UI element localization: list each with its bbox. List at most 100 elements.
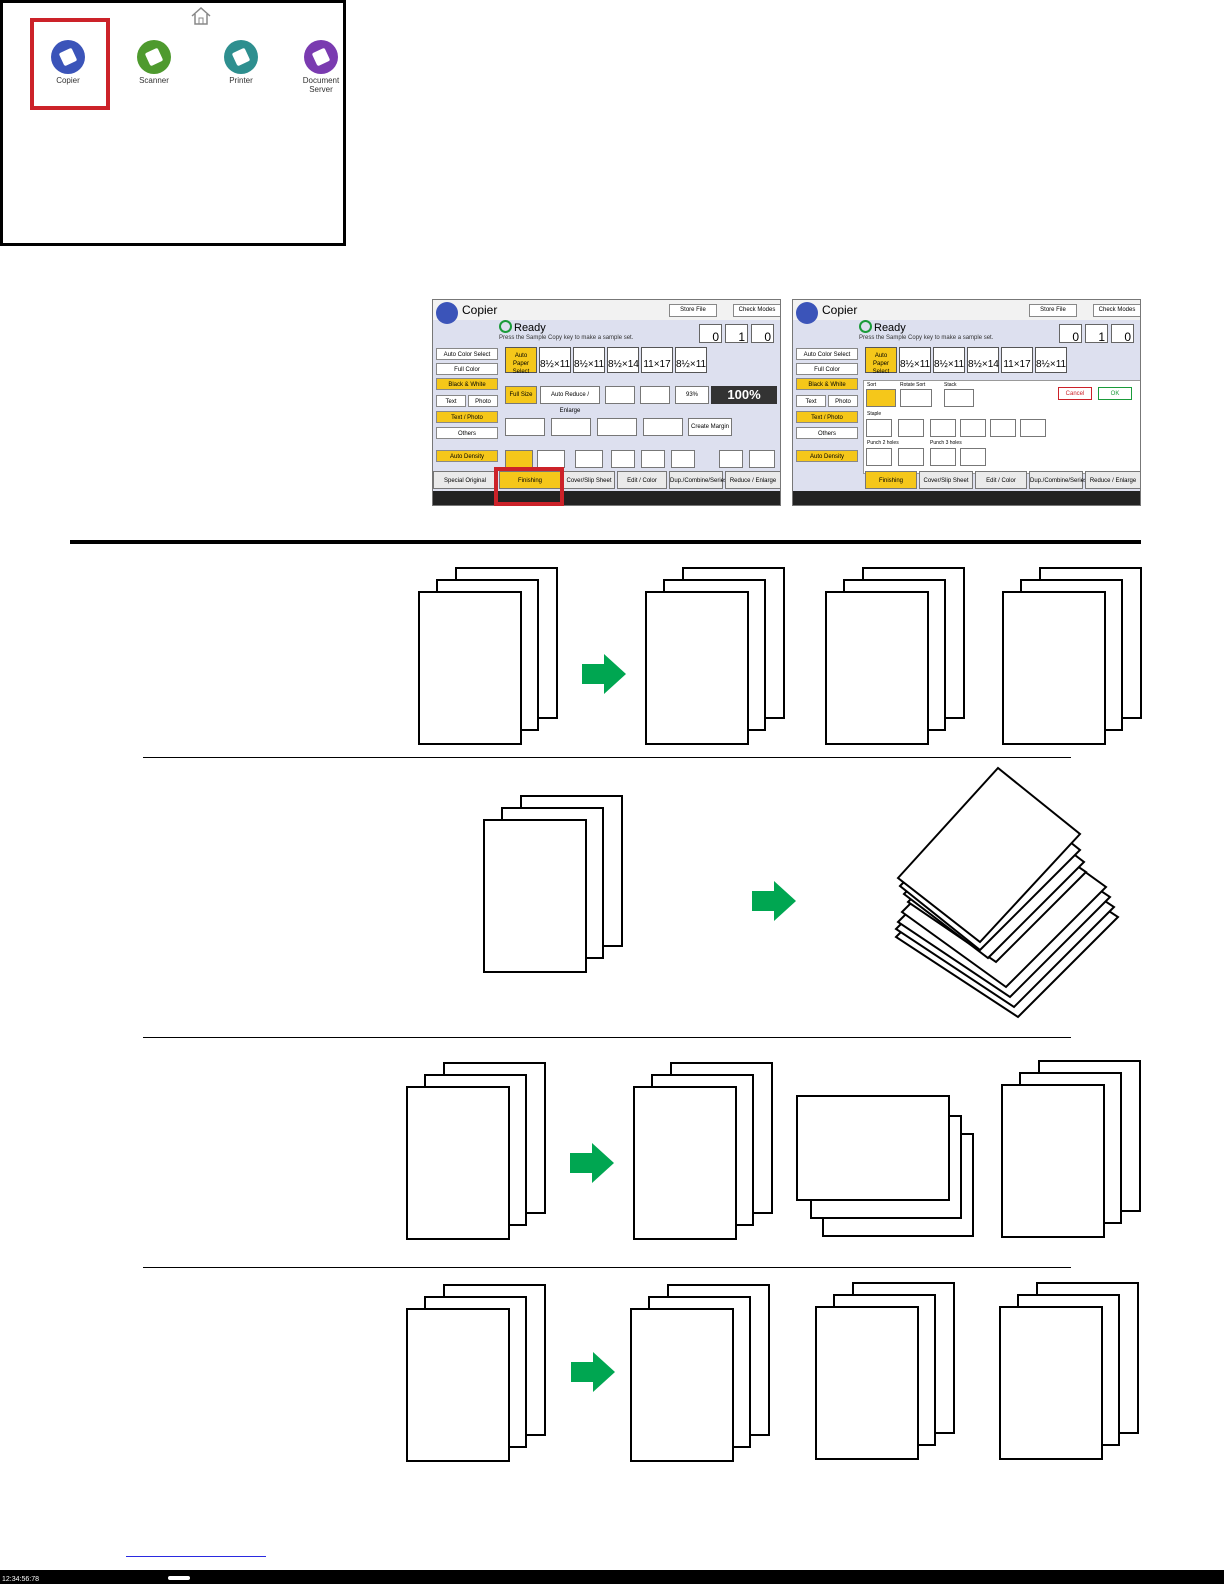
auto-density-button[interactable]: Auto Density <box>796 450 858 462</box>
auto-color-button[interactable]: Auto Color Select <box>436 348 498 360</box>
auto-color-button[interactable]: Auto Color Select <box>796 348 858 360</box>
finishing-sort-button[interactable] <box>505 450 533 468</box>
cancel-button[interactable]: Cancel <box>1058 387 1092 400</box>
paper-tray-3[interactable]: 8½×14 <box>967 347 999 373</box>
finishing-stack-button[interactable] <box>575 450 603 468</box>
tab-edit-color[interactable]: Edit / Color <box>617 471 667 489</box>
staple-option-6[interactable] <box>1020 419 1046 437</box>
combine-option-2[interactable] <box>551 418 591 436</box>
auto-reduce-button[interactable]: Auto Reduce / Enlarge <box>540 386 600 414</box>
check-modes-button[interactable]: Check Modes <box>1093 304 1140 317</box>
paper-tray-1[interactable]: 8½×11 <box>539 347 571 373</box>
paper-tray-2[interactable]: 8½×11 <box>933 347 965 373</box>
tab-dup-combine-series[interactable]: Dup./Combine/Series <box>669 471 727 489</box>
punch-option-3[interactable] <box>930 448 956 466</box>
tab-cover-slip-sheet[interactable]: Cover/Slip Sheet <box>563 471 615 489</box>
printer-app[interactable]: Printer <box>211 40 271 85</box>
paper-bypass[interactable]: 8½×11 <box>1035 347 1067 373</box>
photo-button[interactable]: Photo <box>828 395 858 407</box>
tab-cover-slip-sheet[interactable]: Cover/Slip Sheet <box>919 471 973 489</box>
staple-option-3[interactable] <box>930 419 956 437</box>
tab-dup-combine-series[interactable]: Dup./Combine/Series <box>1029 471 1087 489</box>
full-size-button[interactable]: Full Size <box>505 386 537 404</box>
auto-paper-button[interactable]: Auto Paper Select <box>865 347 897 375</box>
rotate-sort-button[interactable] <box>900 389 932 407</box>
screen-title: Copier <box>462 303 498 317</box>
rotated-sets-illustration <box>894 766 1120 1019</box>
paper-tray-3[interactable]: 8½×14 <box>607 347 639 373</box>
paper-tray-1[interactable]: 8½×11 <box>899 347 931 373</box>
full-color-button[interactable]: Full Color <box>436 363 498 375</box>
finishing-rotate-sort-button[interactable] <box>537 450 565 468</box>
auto-paper-button[interactable]: Auto Paper Select <box>505 347 537 375</box>
staple-option-4[interactable] <box>960 419 986 437</box>
paper-tray-2[interactable]: 8½×11 <box>573 347 605 373</box>
counter-originals: 0 <box>1059 324 1082 344</box>
ready-status: Ready <box>859 320 906 334</box>
panel-label-rotate-sort: Rotate Sort <box>900 382 926 388</box>
sort-button[interactable] <box>866 389 896 407</box>
staple-option-1[interactable] <box>611 450 635 468</box>
store-file-button[interactable]: Store File <box>669 304 717 317</box>
panel-label-sort: Sort <box>867 382 877 388</box>
stack-button[interactable] <box>944 389 974 407</box>
punch-option-1[interactable] <box>719 450 743 468</box>
full-color-button[interactable]: Full Color <box>796 363 858 375</box>
punch-option-1[interactable] <box>866 448 892 466</box>
home-handle[interactable] <box>168 1576 190 1580</box>
black-white-button[interactable]: Black & White <box>796 378 858 390</box>
photo-button[interactable]: Photo <box>468 395 498 407</box>
check-modes-button[interactable]: Check Modes <box>733 304 780 317</box>
staple-option-2[interactable] <box>641 450 665 468</box>
text-button[interactable]: Text <box>796 395 826 407</box>
tab-finishing[interactable]: Finishing <box>499 471 561 489</box>
punch-option-2[interactable] <box>898 448 924 466</box>
tab-reduce-enlarge[interactable]: Reduce / Enlarge <box>725 471 780 489</box>
printer-icon <box>224 40 258 74</box>
staple-option-1[interactable] <box>866 419 892 437</box>
staple-option-2[interactable] <box>898 419 924 437</box>
clock: 12:34:56:78 <box>2 1576 39 1583</box>
tab-reduce-enlarge[interactable]: Reduce / Enlarge <box>1085 471 1140 489</box>
combine-option-3[interactable] <box>597 418 637 436</box>
staple-option-3[interactable] <box>671 450 695 468</box>
punch-option-4[interactable] <box>960 448 986 466</box>
tab-finishing[interactable]: Finishing <box>865 471 917 489</box>
copier-screen-main: Copier Store File Check Modes Ready Pres… <box>432 299 781 506</box>
scanner-app[interactable]: Scanner <box>124 40 184 85</box>
paper-tray-4[interactable]: 11×17 <box>641 347 673 373</box>
combine-option-1[interactable] <box>505 418 545 436</box>
ratio-preset-2[interactable] <box>640 386 670 404</box>
punch-option-2[interactable] <box>749 450 775 468</box>
staple-option-5[interactable] <box>990 419 1016 437</box>
text-button[interactable]: Text <box>436 395 466 407</box>
copier-app[interactable]: Copier <box>38 40 98 85</box>
panel-label-punch-2: Punch 2 holes <box>867 440 899 446</box>
counter-sets: 0 <box>751 324 774 344</box>
others-button[interactable]: Others <box>796 427 858 439</box>
text-photo-button[interactable]: Text / Photo <box>436 411 498 423</box>
status-subtext: Press the Sample Copy key to make a samp… <box>859 335 994 341</box>
auto-density-button[interactable]: Auto Density <box>436 450 498 462</box>
app-label: Document Server <box>302 76 340 94</box>
others-button[interactable]: Others <box>436 427 498 439</box>
combine-option-4[interactable] <box>643 418 683 436</box>
document-server-app[interactable]: Document Server <box>298 40 344 94</box>
tab-special-original[interactable]: Special Original <box>433 471 497 489</box>
footer-tabs: Finishing Cover/Slip Sheet Edit / Color … <box>793 469 1140 491</box>
counter-sets: 0 <box>1111 324 1134 344</box>
black-white-button[interactable]: Black & White <box>436 378 498 390</box>
tab-edit-color[interactable]: Edit / Color <box>975 471 1027 489</box>
create-margin-button[interactable]: Create Margin <box>688 418 732 436</box>
ok-button[interactable]: OK <box>1098 387 1132 400</box>
paper-tray-4[interactable]: 11×17 <box>1001 347 1033 373</box>
ratio-preset-3[interactable]: 93% <box>675 386 709 404</box>
copier-icon <box>51 40 85 74</box>
app-label: Copier <box>56 76 80 85</box>
ratio-preset-1[interactable] <box>605 386 635 404</box>
screen-status-bar <box>793 491 1140 505</box>
text-photo-button[interactable]: Text / Photo <box>796 411 858 423</box>
store-file-button[interactable]: Store File <box>1029 304 1077 317</box>
paper-bypass[interactable]: 8½×11 <box>675 347 707 373</box>
home-icon[interactable] <box>190 6 212 31</box>
